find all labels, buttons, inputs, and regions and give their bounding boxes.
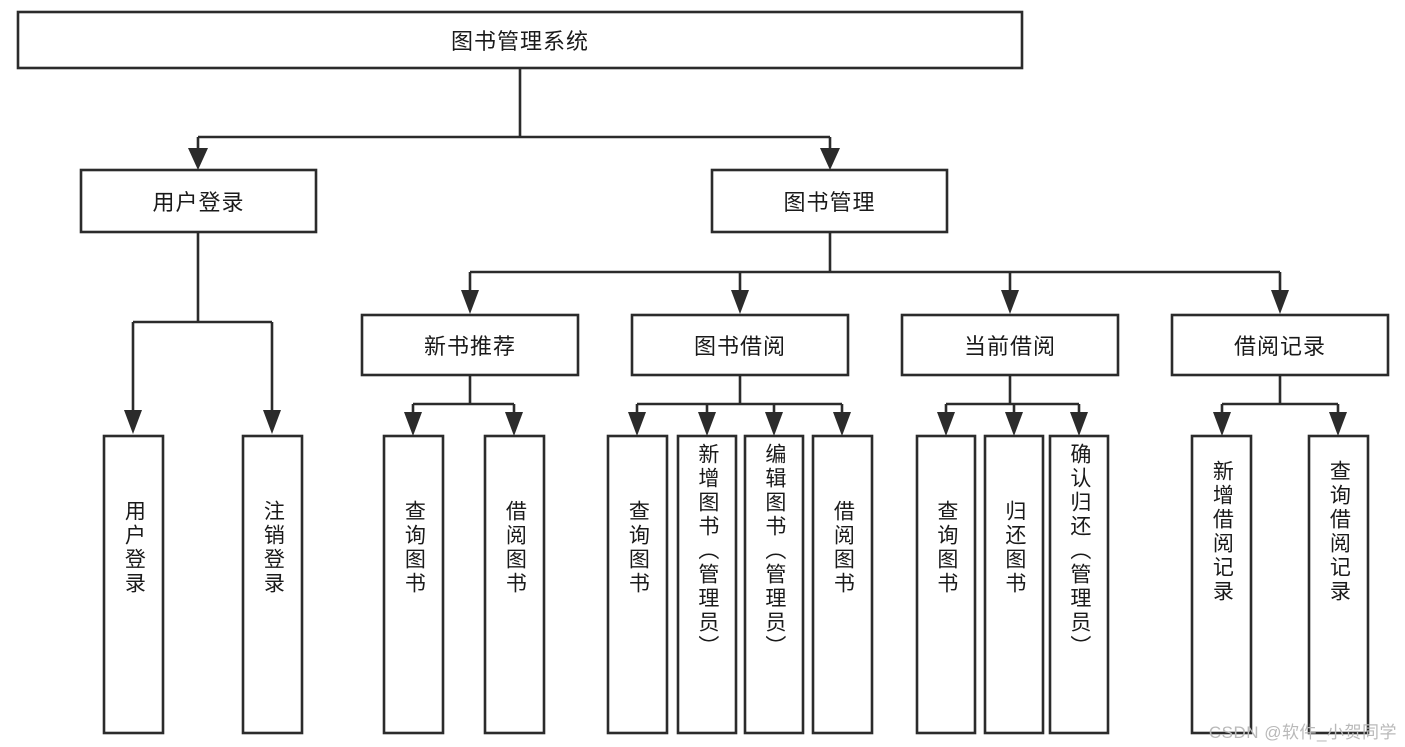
- node-box-leaf-br-query[interactable]: [1307, 434, 1370, 735]
- connector-group-new-books: [404, 375, 523, 436]
- node-box-leaf-bb-add[interactable]: [676, 434, 738, 735]
- node-box-leaf-cb-query[interactable]: [915, 434, 977, 735]
- arrow-head-bb-leaf-2: [698, 412, 716, 436]
- connector-group-borrow-record: [1213, 375, 1347, 436]
- node-box-leaf-bb-borrow[interactable]: [811, 434, 874, 735]
- node-box-borrow-record[interactable]: [1170, 313, 1390, 377]
- arrow-head-br-leaf-1: [1213, 412, 1231, 436]
- connector-group-user-login: [124, 232, 281, 434]
- node-box-current-borrow[interactable]: [900, 313, 1120, 377]
- node-box-book-mgmt[interactable]: [710, 168, 949, 234]
- arrow-head-current-borrow: [1001, 290, 1019, 314]
- node-box-new-books[interactable]: [360, 313, 580, 377]
- node-box-leaf-nb-borrow[interactable]: [483, 434, 546, 735]
- node-box-leaf-nb-query[interactable]: [382, 434, 445, 735]
- arrow-head-borrow-record: [1271, 290, 1289, 314]
- arrow-head-book-mgmt: [820, 148, 840, 170]
- csdn-watermark: CSDN @软件_小贺同学: [1208, 723, 1397, 742]
- connector-group-root: [188, 68, 840, 170]
- node-box-leaf-bb-edit[interactable]: [743, 434, 805, 735]
- arrow-head-cb-leaf-1: [937, 412, 955, 436]
- arrow-head-bb-leaf-3: [765, 412, 783, 436]
- node-box-leaf-logout[interactable]: [241, 434, 304, 735]
- node-box-leaf-br-add[interactable]: [1190, 434, 1253, 735]
- arrow-head-nb-leaf-1: [404, 412, 422, 436]
- node-box-root[interactable]: [16, 10, 1024, 70]
- node-box-user-login[interactable]: [79, 168, 318, 234]
- arrow-head-br-leaf-2: [1329, 412, 1347, 436]
- connector-group-book-mgmt: [461, 232, 1289, 314]
- arrow-head-cb-leaf-2: [1005, 412, 1023, 436]
- arrow-head-user-login: [188, 148, 208, 170]
- node-box-leaf-user-login[interactable]: [102, 434, 165, 735]
- arrow-head-leaf-user-login: [124, 410, 142, 434]
- arrow-head-bb-leaf-1: [628, 412, 646, 436]
- arrow-head-nb-leaf-2: [505, 412, 523, 436]
- node-box-book-borrow[interactable]: [630, 313, 850, 377]
- node-box-leaf-bb-query[interactable]: [606, 434, 669, 735]
- connector-group-current-borrow: [937, 375, 1088, 436]
- node-box-leaf-cb-return[interactable]: [983, 434, 1045, 735]
- arrow-head-cb-leaf-3: [1070, 412, 1088, 436]
- arrow-head-bb-leaf-4: [833, 412, 851, 436]
- arrow-head-book-borrow: [731, 290, 749, 314]
- arrow-head-new-books: [461, 290, 479, 314]
- node-box-leaf-cb-confirm[interactable]: [1048, 434, 1110, 735]
- arrow-head-leaf-logout: [263, 410, 281, 434]
- connector-group-book-borrow: [628, 375, 851, 436]
